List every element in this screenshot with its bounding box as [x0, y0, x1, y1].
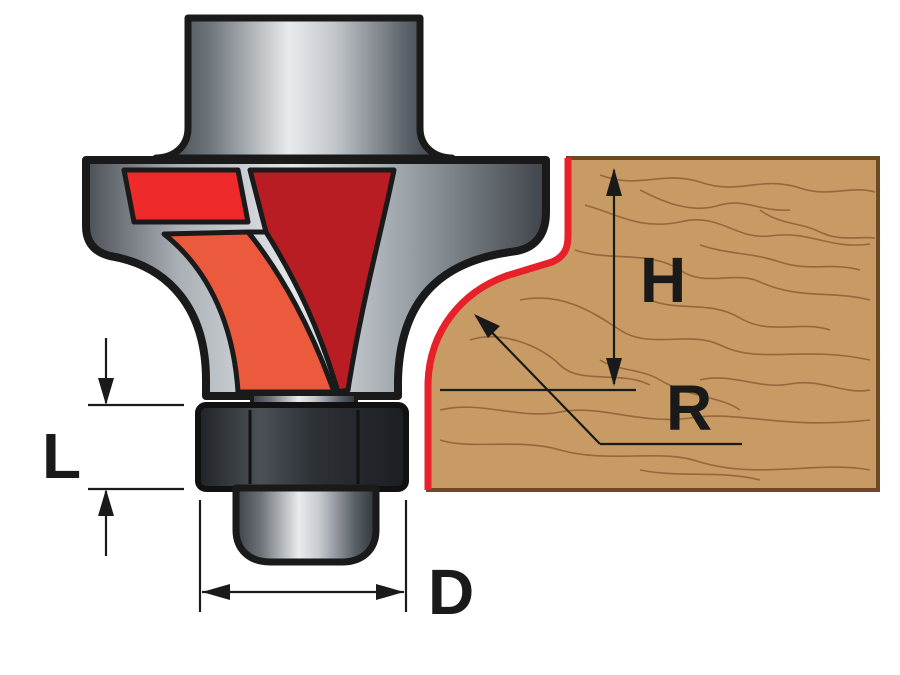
height-arrow-bottom	[606, 358, 622, 386]
cut-profile-edge	[424, 158, 572, 490]
cutter-wing-dark	[247, 167, 397, 395]
bearing-diameter-label: D	[428, 556, 474, 628]
height-arrow-top	[606, 168, 622, 196]
bearing-pilot-tip	[232, 484, 380, 566]
bearing-length-label: L	[42, 420, 81, 492]
diameter-arrow-right	[376, 584, 404, 600]
dimension-lines	[88, 168, 742, 612]
radius-label: R	[666, 372, 712, 444]
wood-grain	[439, 174, 876, 481]
bearing-icon	[195, 392, 409, 566]
router-bit-icon	[82, 156, 550, 400]
length-arrow-bottom	[98, 489, 114, 516]
shank	[152, 14, 456, 162]
bearing-ring	[195, 402, 409, 492]
length-arrow-top	[98, 378, 114, 405]
cutter-wing-bright	[121, 167, 251, 225]
radius-arrow	[474, 314, 500, 338]
wood-workpiece-icon	[424, 156, 880, 492]
height-label: H	[640, 244, 686, 316]
radius-leader-line	[475, 315, 601, 445]
diameter-arrow-left	[202, 584, 230, 600]
